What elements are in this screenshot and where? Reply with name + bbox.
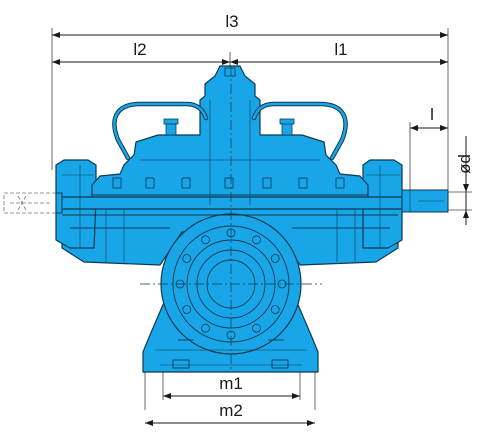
label-od: ød bbox=[455, 154, 474, 174]
flange-bolt bbox=[270, 254, 280, 263]
centerlines bbox=[140, 66, 322, 372]
flange-bolt bbox=[270, 305, 280, 314]
flange-bolt bbox=[201, 235, 210, 245]
casing-detail-lines bbox=[62, 100, 400, 262]
label-m1: m1 bbox=[219, 374, 243, 393]
flange-bolt bbox=[252, 323, 261, 333]
left-shaft-stub bbox=[55, 192, 63, 214]
flange-bolt bbox=[182, 254, 192, 263]
label-l1: l1 bbox=[334, 40, 347, 59]
casing-studs bbox=[112, 67, 345, 189]
label-l3: l3 bbox=[225, 12, 238, 31]
right-shaft bbox=[401, 189, 449, 213]
pump-casing bbox=[55, 65, 403, 373]
flange-bolt bbox=[182, 305, 192, 314]
dimension-lines bbox=[51, 28, 472, 426]
left-shaft-ghost bbox=[3, 192, 57, 214]
flange-bolt bbox=[252, 235, 261, 245]
flange-bolt bbox=[201, 323, 210, 333]
label-l2: l2 bbox=[133, 40, 146, 59]
label-l: l bbox=[430, 105, 434, 124]
label-m2: m2 bbox=[219, 401, 243, 420]
balance-pipes bbox=[112, 101, 348, 161]
upper-casing bbox=[91, 65, 369, 206]
